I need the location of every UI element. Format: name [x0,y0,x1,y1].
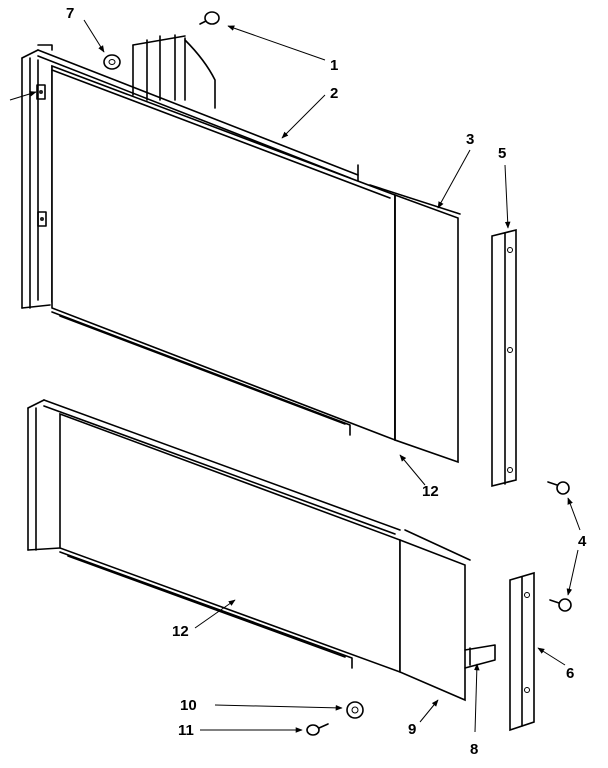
callout-12-upper: 12 [422,483,439,500]
screw-4-upper [547,481,570,495]
callout-6: 6 [566,665,575,682]
screw-11 [306,723,329,736]
left-frame-upper [21,49,53,309]
upper-panel-assembly [21,34,517,488]
callout-2: 2 [330,85,339,102]
callout-1: 1 [330,57,339,74]
left-frame-lower [27,399,401,551]
callout-10: 10 [180,697,197,714]
callout-8: 8 [470,741,479,758]
callout-4: 4 [578,533,587,550]
lock-washer-10 [346,701,364,719]
lower-panel-assembly [27,399,535,732]
side-bracket-6 [509,571,535,732]
small-bracket-8 [464,644,496,669]
upper-rear-bracket [132,34,216,109]
leader-lines [9,19,581,733]
callout-7: 7 [66,5,75,22]
screw-1 [199,11,220,25]
callout-3: 3 [466,131,475,148]
callout-5: 5 [498,145,507,162]
callout-12-lower: 12 [172,623,189,640]
lower-panel-extension [399,529,471,702]
side-bracket-5 [491,228,517,488]
upper-panel-extension [369,184,461,464]
screw-4-lower [549,598,572,612]
callout-9: 9 [408,721,417,738]
callout-11: 11 [178,722,194,739]
nut-7 [103,54,121,70]
lower-panel [59,412,401,674]
